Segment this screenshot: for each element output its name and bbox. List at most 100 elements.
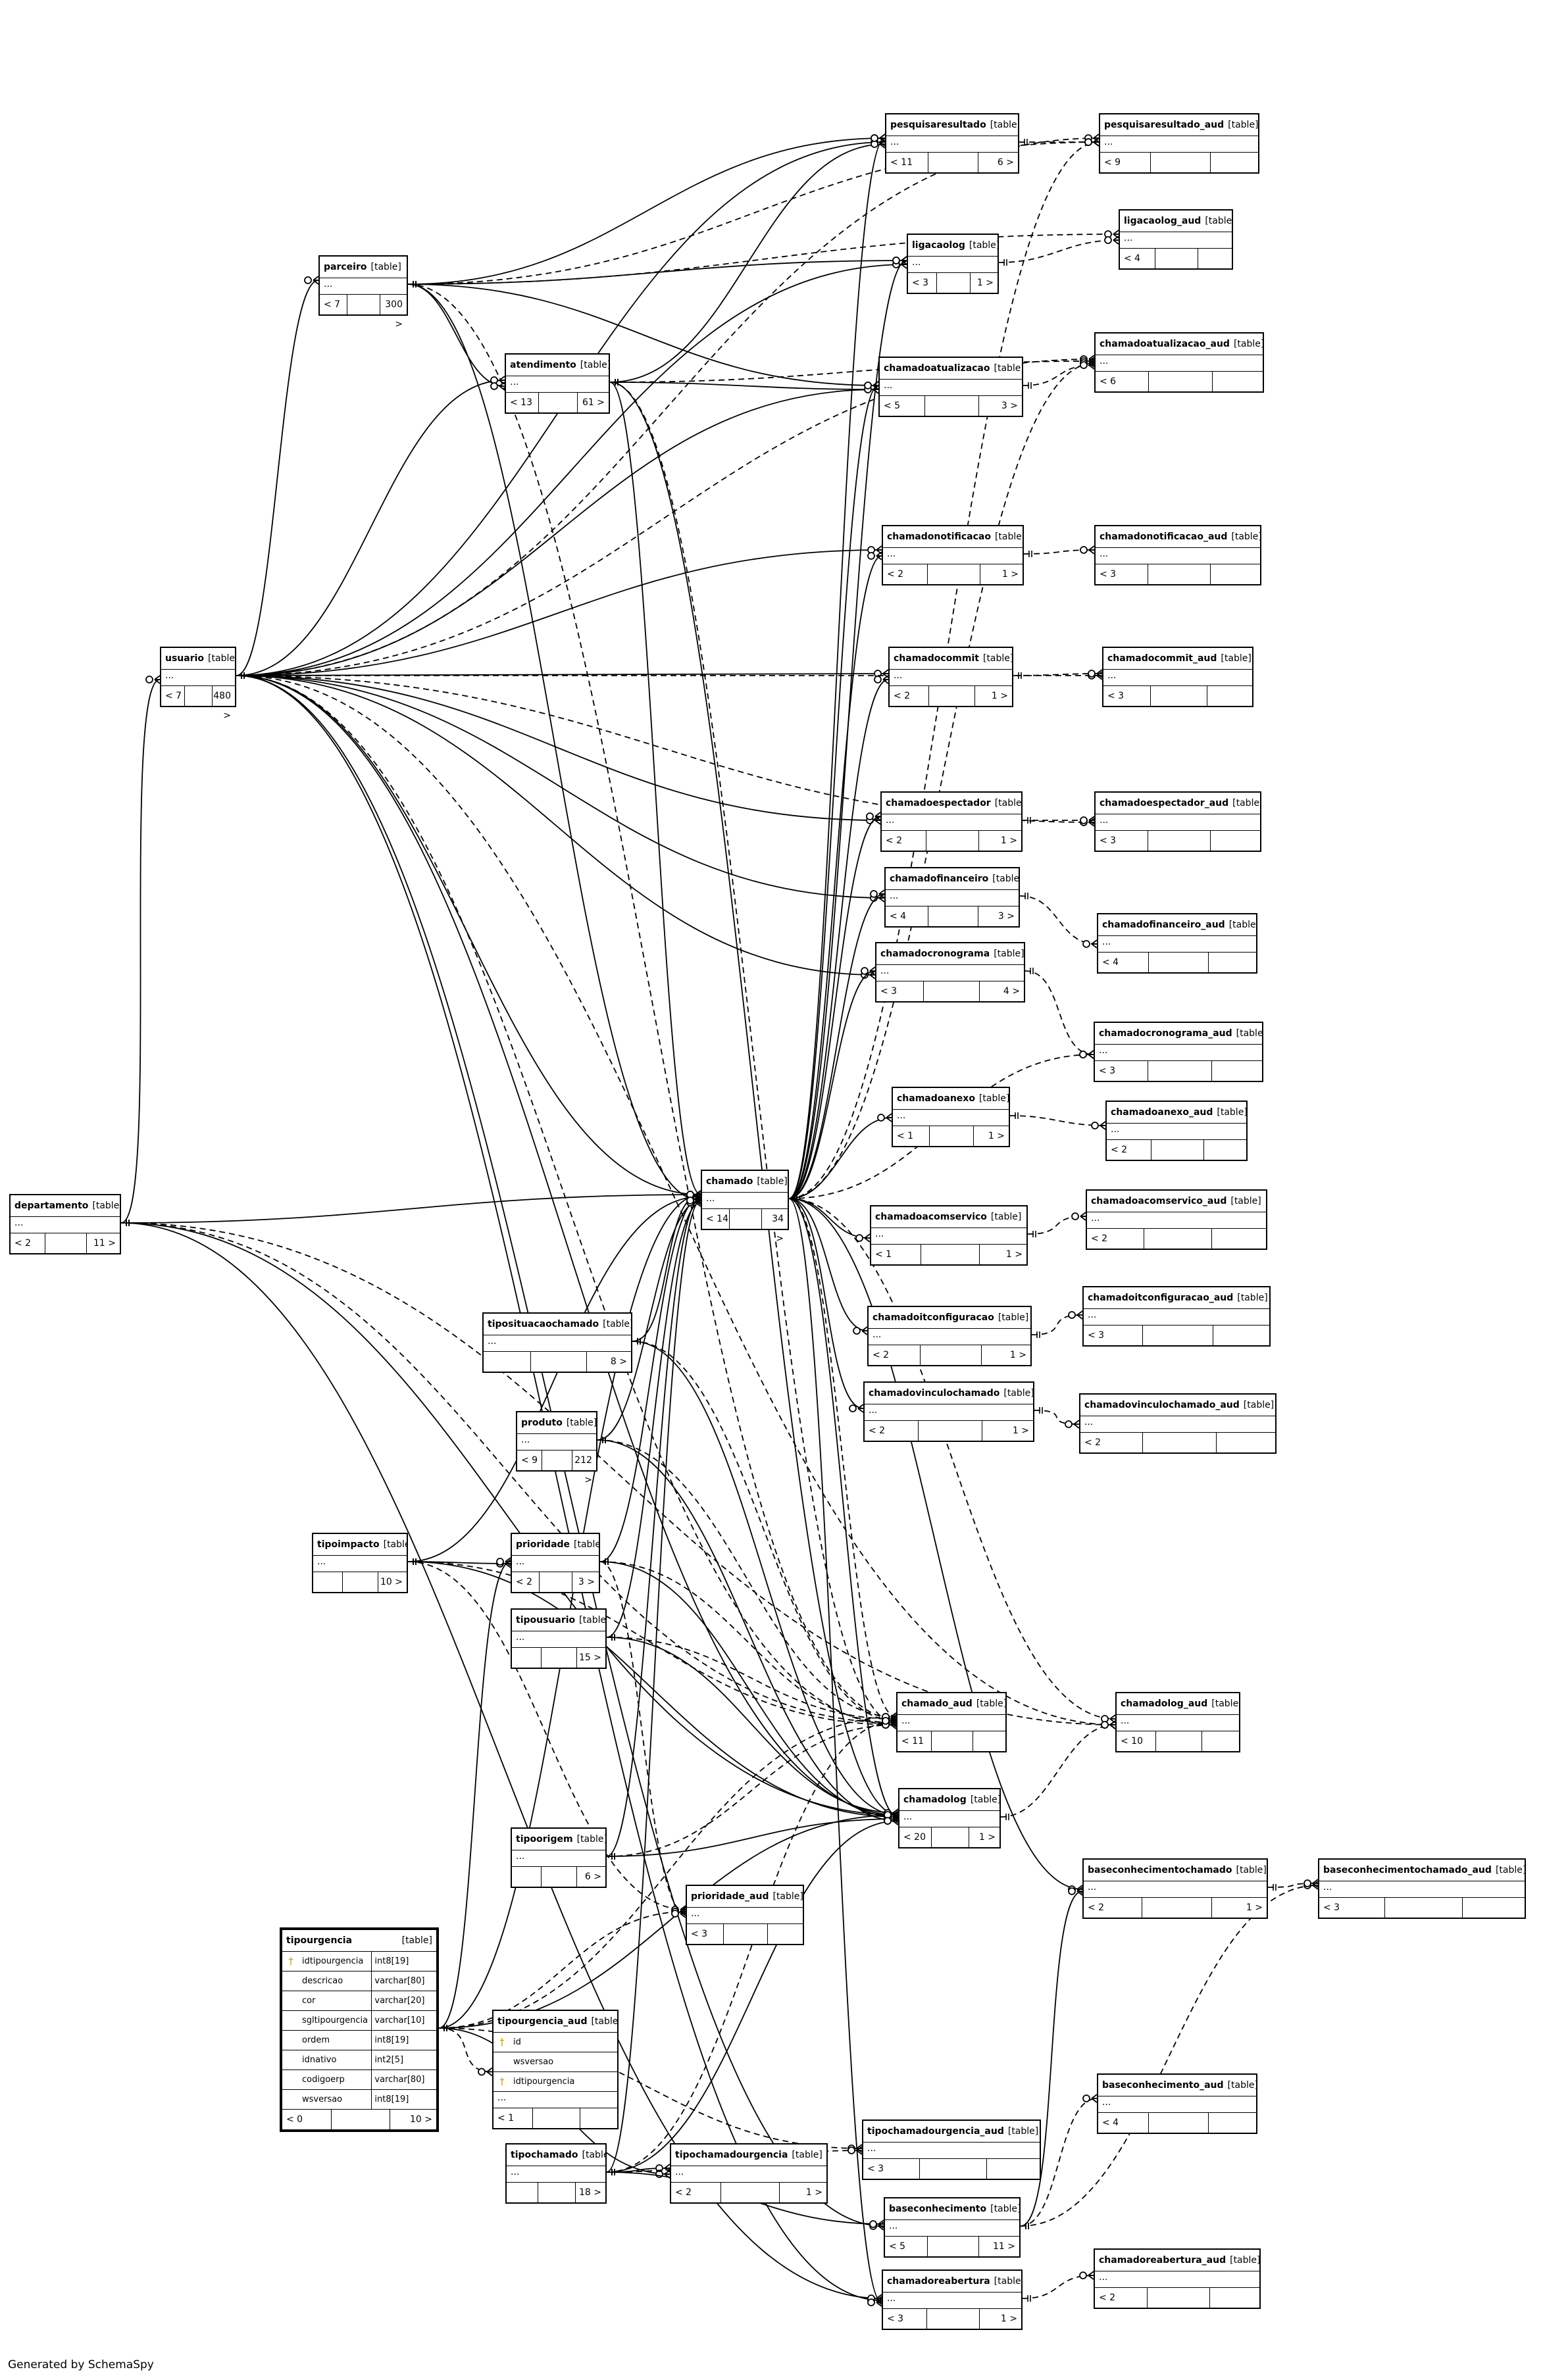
child-count[interactable] — [1207, 686, 1252, 706]
child-count[interactable] — [1209, 953, 1256, 972]
child-count[interactable]: 1 > — [1012, 1426, 1029, 1436]
parent-count[interactable]: < 2 — [1084, 1898, 1142, 1918]
parent-count[interactable]: < 3 — [1103, 686, 1151, 706]
table-prioridade_aud[interactable]: prioridade_aud[table]...< 3 — [686, 1885, 804, 1945]
child-count[interactable]: 1 > — [1009, 1350, 1026, 1360]
child-count[interactable]: 10 > — [380, 1577, 403, 1587]
child-count[interactable]: 3 > — [578, 1577, 595, 1587]
child-count[interactable]: 1 > — [805, 2187, 822, 2198]
parent-count[interactable]: < 1 — [493, 2108, 534, 2128]
child-count[interactable]: 1 > — [978, 1832, 996, 1843]
child-count[interactable] — [987, 2159, 1040, 2179]
parent-count[interactable] — [484, 1352, 531, 1372]
parent-count[interactable]: < 2 — [882, 831, 926, 851]
parent-count[interactable]: < 3 — [1084, 1326, 1144, 1345]
table-tipochamadourgencia_aud[interactable]: tipochamadourgencia_aud[table]...< 3 — [862, 2120, 1041, 2180]
child-count[interactable] — [973, 1731, 1005, 1751]
child-count[interactable]: 1 > — [1001, 569, 1019, 580]
parent-count[interactable]: < 7 — [320, 295, 348, 314]
parent-count[interactable]: < 14 — [702, 1209, 730, 1229]
child-count[interactable] — [1209, 2113, 1256, 2133]
table-chamadoreabertura_aud[interactable]: chamadoreabertura_aud[table]...< 2 — [1094, 2248, 1261, 2309]
parent-count[interactable]: < 2 — [890, 686, 929, 706]
child-count[interactable]: 15 > — [579, 1652, 601, 1663]
table-tipoorigem[interactable]: tipoorigem[table]...6 > — [511, 1827, 607, 1888]
child-count[interactable]: 8 > — [610, 1356, 627, 1367]
child-count[interactable]: 11 > — [993, 2241, 1015, 2252]
child-count[interactable]: 1 > — [988, 1131, 1005, 1141]
parent-count[interactable]: < 2 — [869, 1345, 921, 1365]
parent-count[interactable]: < 6 — [1096, 372, 1150, 391]
child-count[interactable] — [1217, 1433, 1275, 1452]
child-count[interactable]: 1 > — [1000, 2314, 1017, 2324]
child-count[interactable] — [580, 2108, 617, 2128]
child-count[interactable]: 4 > — [1003, 986, 1020, 997]
table-chamadoespectador[interactable]: chamadoespectador[table]...< 21 > — [880, 791, 1023, 852]
parent-count[interactable]: < 3 — [883, 2309, 928, 2329]
child-count[interactable] — [1213, 372, 1263, 391]
parent-count[interactable]: < 4 — [886, 906, 928, 926]
table-chamadocronograma_aud[interactable]: chamadocronograma_aud[table]...< 3 — [1094, 1022, 1263, 1082]
table-chamadolog_aud[interactable]: chamadolog_aud[table]...< 10 — [1115, 1692, 1240, 1752]
table-baseconhecimento_aud[interactable]: baseconhecimento_aud[table]...< 4 — [1097, 2073, 1257, 2134]
child-count[interactable] — [1213, 1326, 1269, 1345]
child-count[interactable]: 1 > — [1246, 1902, 1263, 1913]
child-count[interactable]: 10 > — [410, 2114, 432, 2125]
parent-count[interactable]: < 11 — [898, 1731, 932, 1751]
table-chamadonotificacao_aud[interactable]: chamadonotificacao_aud[table]...< 3 — [1094, 525, 1261, 585]
child-count[interactable] — [1202, 1731, 1239, 1751]
parent-count[interactable]: < 3 — [1096, 831, 1148, 851]
parent-count[interactable]: < 2 — [1080, 1433, 1143, 1452]
parent-count[interactable]: < 3 — [1096, 564, 1148, 584]
parent-count[interactable]: < 3 — [876, 981, 924, 1001]
table-pesquisaresultado_aud[interactable]: pesquisaresultado_aud[table]...< 9 — [1099, 113, 1259, 174]
parent-count[interactable] — [507, 2183, 538, 2202]
child-count[interactable]: 212 > — [574, 1455, 592, 1485]
table-chamadovinculochamado_aud[interactable]: chamadovinculochamado_aud[table]...< 2 — [1079, 1393, 1277, 1454]
parent-count[interactable]: < 2 — [11, 1233, 46, 1253]
child-count[interactable]: 61 > — [582, 397, 605, 408]
child-count[interactable]: 6 > — [584, 1872, 601, 1882]
table-tipochamado[interactable]: tipochamado[table]...18 > — [505, 2143, 607, 2204]
child-count[interactable]: 34 > — [772, 1214, 784, 1244]
child-count[interactable]: 3 > — [1001, 401, 1018, 411]
table-tipousuario[interactable]: tipousuario[table]...15 > — [511, 1608, 607, 1669]
child-count[interactable]: 18 > — [579, 2187, 601, 2198]
parent-count[interactable]: < 1 — [893, 1126, 930, 1146]
table-chamadofinanceiro[interactable]: chamadofinanceiro[table]...< 43 > — [884, 867, 1020, 928]
table-chamado_aud[interactable]: chamado_aud[table]...< 11 — [896, 1692, 1007, 1752]
parent-count[interactable]: < 5 — [880, 396, 926, 416]
table-chamadoacomservico_aud[interactable]: chamadoacomservico_aud[table]...< 2 — [1086, 1189, 1267, 1250]
child-count[interactable]: 6 > — [997, 157, 1014, 168]
parent-count[interactable]: < 2 — [1087, 1229, 1145, 1249]
parent-count[interactable]: < 9 — [1100, 153, 1151, 172]
child-count[interactable]: 480 > — [213, 691, 231, 721]
child-count[interactable] — [1210, 2288, 1259, 2308]
parent-count[interactable]: < 2 — [512, 1572, 540, 1592]
child-count[interactable] — [1212, 1229, 1266, 1249]
table-chamadoanexo_aud[interactable]: chamadoanexo_aud[table]...< 2 — [1105, 1101, 1248, 1161]
child-count[interactable] — [1211, 564, 1260, 584]
child-count[interactable]: 11 > — [93, 1238, 116, 1249]
parent-count[interactable]: < 3 — [687, 1924, 724, 1944]
child-count[interactable]: 3 > — [998, 911, 1015, 922]
parent-count[interactable]: < 4 — [1098, 2113, 1149, 2133]
child-count[interactable] — [1204, 1140, 1246, 1160]
parent-count[interactable]: < 13 — [506, 393, 539, 412]
child-count[interactable]: 1 > — [991, 691, 1008, 701]
child-count[interactable] — [1463, 1898, 1525, 1918]
parent-count[interactable]: < 2 — [671, 2183, 721, 2202]
table-chamadoatualizacao_aud[interactable]: chamadoatualizacao_aud[table]...< 6 — [1094, 332, 1264, 393]
